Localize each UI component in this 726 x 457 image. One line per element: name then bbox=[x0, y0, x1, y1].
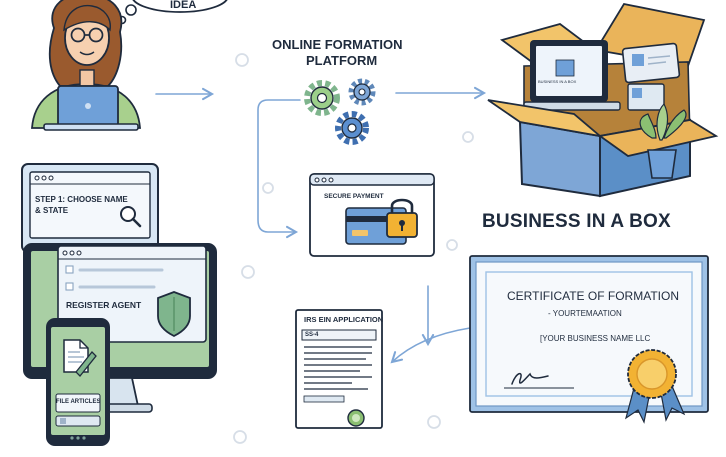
step-choose-name-line2: & STATE bbox=[35, 206, 69, 215]
plant-icon bbox=[639, 102, 687, 179]
step-register-agent: REGISTER AGENT bbox=[66, 300, 142, 310]
seal-icon bbox=[347, 409, 365, 427]
irs-title: IRS EIN APPLICATION bbox=[304, 315, 384, 324]
laptop-icon bbox=[523, 40, 621, 111]
gear-icon bbox=[348, 78, 376, 106]
signature-icon bbox=[504, 372, 574, 389]
arrow-icon bbox=[390, 327, 471, 364]
search-icon bbox=[120, 206, 142, 228]
thought-bubble-text: IDEA bbox=[170, 0, 197, 11]
flow-arrows bbox=[155, 86, 487, 364]
lock-icon bbox=[386, 198, 418, 238]
payment-label: SECURE PAYMENT bbox=[324, 193, 384, 200]
window-dots bbox=[34, 175, 54, 181]
platform-title-line1: ONLINE FORMATION bbox=[272, 37, 403, 52]
step-choose-name-line1: STEP 1: CHOOSE NAME bbox=[35, 195, 128, 204]
business-in-a-box-title: BUSINESS IN A BOX bbox=[482, 211, 671, 232]
document-icon bbox=[63, 339, 97, 377]
platform-title-line2: PLATFORM bbox=[306, 53, 378, 68]
gear-icon bbox=[304, 80, 340, 116]
arrow-icon bbox=[257, 99, 301, 239]
laptop-icon bbox=[43, 85, 139, 131]
irs-ein-document bbox=[295, 309, 383, 429]
certificate-title: Certificate of Formation bbox=[507, 289, 679, 303]
business-box-illustration bbox=[487, 2, 719, 198]
seal-icon bbox=[625, 349, 686, 424]
irs-form-badge: SS-4 bbox=[305, 332, 319, 338]
gear-icon bbox=[335, 111, 369, 145]
entrepreneur-illustration bbox=[31, 0, 228, 131]
devices-illustration bbox=[21, 163, 217, 446]
secure-payment-window bbox=[309, 173, 435, 257]
decorative-dots bbox=[233, 53, 474, 444]
box-screen-text: BUSINESS IN A BOX bbox=[538, 79, 577, 84]
certificate-subtitle: - YOURTEMAATION bbox=[548, 309, 622, 318]
shield-icon bbox=[157, 291, 191, 338]
certificate-of-formation bbox=[469, 255, 709, 424]
step-file-articles: FILE ARTICLES bbox=[56, 399, 101, 405]
certificate-company-name: [YOUR BUSINESS NAME LLC bbox=[540, 334, 651, 343]
